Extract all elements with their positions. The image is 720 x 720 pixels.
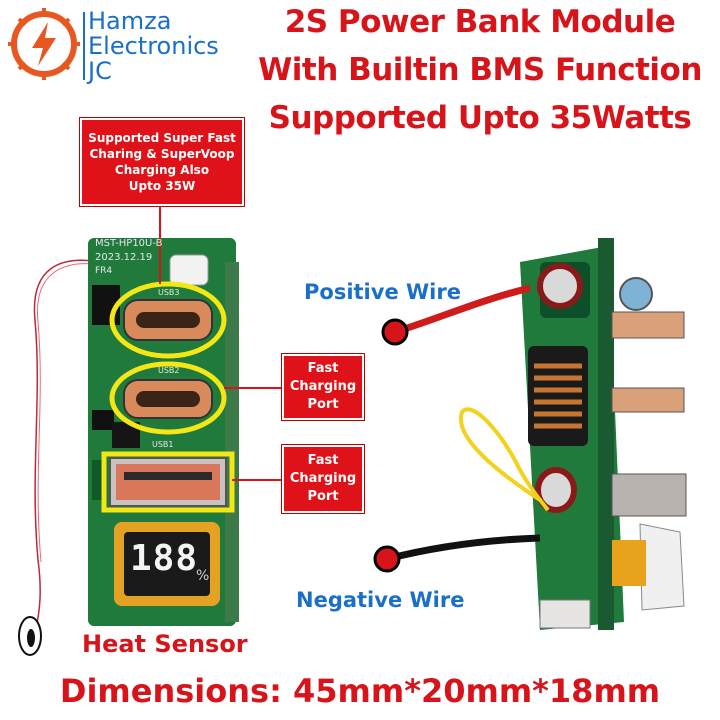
fast-charging-port-callout-1: Fast Charging Port (281, 353, 365, 421)
usb-c-port-top (123, 299, 213, 341)
brand-line-3: JC (88, 57, 112, 85)
usb-c-highlight-middle (109, 361, 227, 435)
callout-line: Fast (307, 361, 339, 376)
positive-wire-label: Positive Wire (304, 280, 461, 304)
callout-line: Upto 35W (128, 179, 196, 193)
pcb-fr4: FR4 (95, 266, 113, 276)
positive-wire-end (381, 318, 409, 346)
negative-wire-label: Negative Wire (296, 588, 465, 612)
title-line-1: 2S Power Bank Module (284, 4, 676, 40)
brand-line-2: Electronics (88, 32, 219, 60)
callout-line: Fast (307, 453, 339, 468)
callout-line: Port (307, 489, 339, 504)
display-digits: 188 (130, 538, 199, 579)
callout-line: Port (307, 397, 339, 412)
heat-sensor-wire (33, 259, 101, 629)
title-line-3: Supported Upto 35Watts (268, 100, 692, 136)
pcb-board-id: MST-HP10U-B (95, 238, 163, 249)
super-fast-callout: Supported Super Fast Charing & SuperVoop… (79, 117, 245, 207)
negative-wire-end (373, 545, 401, 573)
heat-sensor-label: Heat Sensor (82, 630, 248, 658)
usb-c-port-middle (123, 379, 213, 419)
negative-wire (386, 534, 541, 563)
callout-line: Charing & SuperVoop (89, 147, 235, 161)
usb-c-highlight-top (109, 281, 227, 359)
callout-line: Supported Super Fast (88, 131, 236, 145)
callout-line: Charging Also (114, 163, 210, 177)
dimensions-label: Dimensions: 45mm*20mm*18mm (59, 672, 661, 710)
brand-line-1: Hamza (88, 7, 172, 35)
title-line-2: With Builtin BMS Function (258, 52, 702, 88)
brand-divider (83, 12, 85, 80)
display-percent: % (196, 568, 210, 584)
fast-charging-port-callout-2: Fast Charging Port (281, 444, 365, 514)
pcb-usb2-label: USB2 (158, 366, 180, 375)
pcb-usb3-label: USB3 (158, 288, 180, 297)
inductor (528, 346, 588, 446)
callout-line: Charging (289, 379, 357, 394)
brand-logo (8, 8, 80, 80)
pcb-date: 2023.12.19 (95, 252, 153, 263)
usb-a-highlight (101, 451, 235, 513)
usb-a-port (109, 457, 227, 507)
positive-wire (393, 284, 531, 336)
callout-line: Charging (289, 471, 357, 486)
pcb-usb1-label: USB1 (152, 440, 174, 449)
lightning-bolt-icon (8, 8, 80, 80)
